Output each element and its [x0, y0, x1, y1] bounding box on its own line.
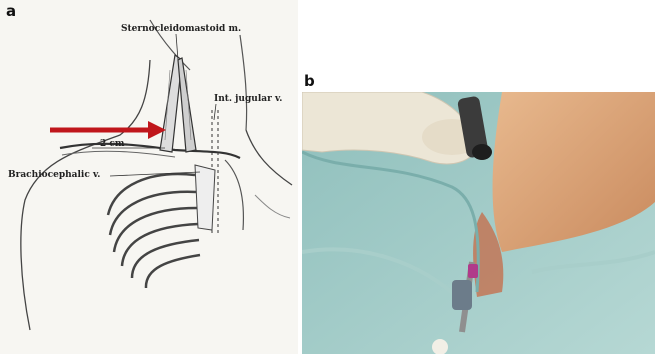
- panel-b-letter: b: [304, 72, 315, 90]
- label-int-jugular: Int. jugular v.: [214, 94, 282, 104]
- label-distance: 2 cm: [100, 139, 124, 149]
- panel-b-photo: [302, 92, 655, 354]
- label-brachiocephalic: Brachiocephalic v.: [8, 170, 100, 180]
- label-sternocleidomastoid: Sternocleidomastoid m.: [121, 24, 241, 34]
- panel-a-drawing: a: [0, 0, 298, 354]
- procedure-photo: [302, 92, 655, 354]
